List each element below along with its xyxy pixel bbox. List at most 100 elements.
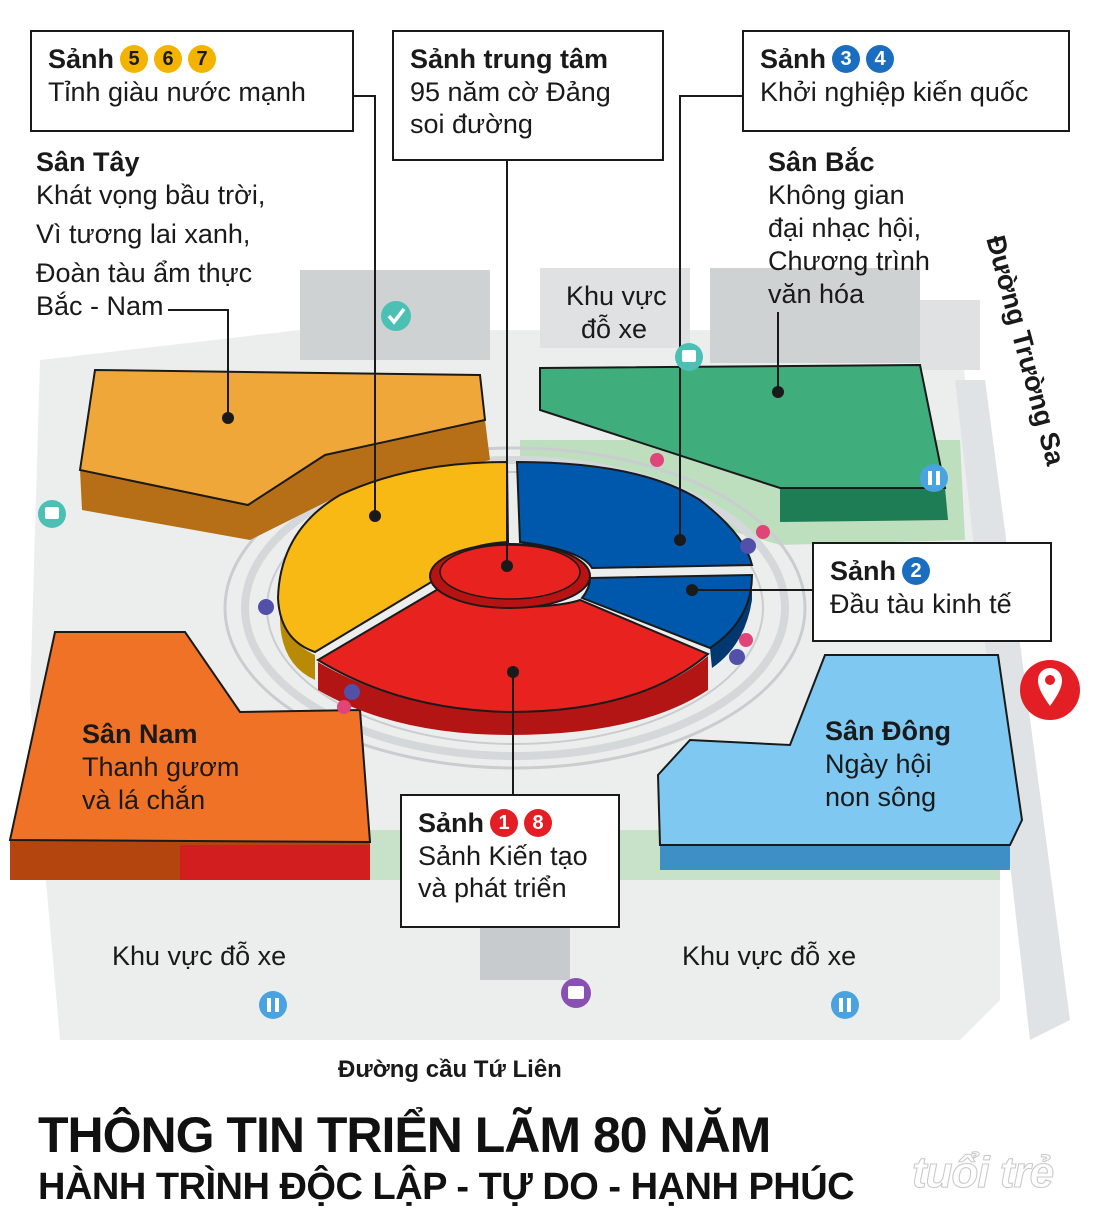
location-pin-icon xyxy=(1020,660,1080,720)
south-yard-accent xyxy=(180,845,370,880)
hall-34 xyxy=(515,460,754,570)
callout-hall-567: Sảnh 5 6 7 Tỉnh giàu nước mạnh xyxy=(30,30,354,132)
hall-2-wall xyxy=(710,575,752,668)
label-line: Chương trình xyxy=(768,246,930,276)
label-west-yard: Sân Tây Khát vọng bầu trời, Vì tương lai… xyxy=(36,146,265,323)
label-line: Bắc - Nam xyxy=(36,291,164,321)
leader-dot xyxy=(369,510,381,522)
callout-line: Sảnh Kiến tạo xyxy=(418,841,588,871)
callout-subtitle: Khởi nghiệp kiến quốc xyxy=(760,77,1029,107)
info-icon xyxy=(740,538,756,554)
callout-title-text: Sảnh xyxy=(418,808,485,838)
label-line: non sông xyxy=(825,782,937,812)
callout-line: 95 năm cờ Đảng xyxy=(410,77,611,107)
bus-icon xyxy=(38,500,66,528)
label-title: Sân Tây xyxy=(36,147,140,177)
leader-dot xyxy=(686,584,698,596)
first-aid-icon xyxy=(650,453,664,467)
callout-line: soi đường xyxy=(410,109,533,139)
callout-title: Sảnh 1 8 xyxy=(418,806,602,840)
callout-hall-18: Sảnh 1 8 Sảnh Kiến tạo và phát triển xyxy=(400,794,620,928)
callout-title-text: Sảnh xyxy=(48,44,115,74)
callout-title: Sảnh 3 4 xyxy=(760,42,1052,76)
callout-subtitle: Tỉnh giàu nước mạnh xyxy=(48,77,306,107)
label-line: văn hóa xyxy=(768,279,865,309)
hall-badge: 6 xyxy=(154,45,183,73)
hall-567-wall xyxy=(280,598,315,680)
info-icon xyxy=(729,649,745,665)
callout-title: Sảnh 5 6 7 xyxy=(48,42,336,76)
first-aid-icon xyxy=(756,525,770,539)
leader-dot xyxy=(507,666,519,678)
label-line: Thanh gươm xyxy=(82,752,240,782)
label-line: Không gian xyxy=(768,180,905,210)
bus-icon xyxy=(675,343,703,371)
callout-line: và phát triển xyxy=(418,873,567,903)
label-parking-left: Khu vực đỗ xe xyxy=(112,941,287,971)
label-line: đại nhạc hội, xyxy=(768,213,922,243)
first-aid-icon xyxy=(337,700,351,714)
hall-badge: 5 xyxy=(120,45,149,73)
label-line: Khát vọng bầu trời, xyxy=(36,180,266,210)
callout-title: Sảnh 2 xyxy=(830,554,1034,588)
label-line: Vì tương lai xanh, xyxy=(36,219,251,249)
label-south-yard: Sân Nam Thanh gươm và lá chắn xyxy=(82,718,239,817)
leader-dot xyxy=(501,560,513,572)
callout-title-text: Sảnh xyxy=(830,556,897,586)
hall-badge: 3 xyxy=(832,45,861,73)
callout-center: Sảnh trung tâm 95 năm cờ Đảng soi đường xyxy=(392,30,664,161)
parking-block xyxy=(920,300,980,370)
callout-title: Sảnh trung tâm xyxy=(410,44,609,74)
parking-block xyxy=(710,268,920,363)
label-line: Ngày hội xyxy=(825,749,932,779)
leader-dot xyxy=(674,534,686,546)
west-yard-side xyxy=(80,420,490,540)
callout-subtitle: Đầu tàu kinh tế xyxy=(830,589,1012,619)
brand-logo: tuổi trẻ xyxy=(911,1148,1054,1198)
leader-dot xyxy=(772,386,784,398)
label-title: Sân Bắc xyxy=(768,147,875,177)
leader-hall-34 xyxy=(679,95,742,540)
label-north-yard: Sân Bắc Không gian đại nhạc hội, Chương … xyxy=(768,146,930,311)
bus-icon xyxy=(561,978,591,1008)
north-yard-side xyxy=(780,488,948,522)
west-yard xyxy=(78,368,487,507)
restroom-icon xyxy=(920,464,948,492)
leader-dot xyxy=(222,412,234,424)
hall-badge: 7 xyxy=(188,45,217,73)
north-yard xyxy=(539,363,947,489)
label-line: Đoàn tàu ẩm thực xyxy=(36,258,253,288)
label-parking-right: Khu vực đỗ xe xyxy=(682,941,857,971)
east-yard-side xyxy=(660,845,1010,870)
subheadline: HÀNH TRÌNH ĐỘC LẬP - TỰ DO - HẠNH PHÚC xyxy=(38,1166,855,1208)
label-line: Khu vực xyxy=(566,281,667,311)
ring-outer xyxy=(223,446,807,770)
label-line: đỗ xe xyxy=(580,314,648,344)
leader-hall-567 xyxy=(352,95,376,516)
hall-18-wall xyxy=(318,656,708,735)
hall-2 xyxy=(580,573,754,650)
road-label-bottom: Đường cầu Tứ Liên xyxy=(338,1056,562,1083)
callout-title-text: Sảnh xyxy=(760,44,827,74)
ring-mid xyxy=(241,456,789,760)
label-title: Sân Đông xyxy=(825,716,951,746)
hall-badge: 4 xyxy=(866,45,895,73)
leader-west xyxy=(168,309,229,418)
restroom-icon xyxy=(259,991,287,1019)
info-icon xyxy=(344,684,360,700)
restroom-icon xyxy=(831,991,859,1019)
headline: THÔNG TIN TRIỂN LÃM 80 NĂM xyxy=(38,1107,771,1163)
label-east-yard: Sân Đông Ngày hội non sông xyxy=(825,715,951,814)
label-title: Sân Nam xyxy=(82,719,198,749)
parking-block xyxy=(540,268,690,348)
callout-hall-2: Sảnh 2 Đầu tàu kinh tế xyxy=(812,542,1052,642)
callout-hall-34: Sảnh 3 4 Khởi nghiệp kiến quốc xyxy=(742,30,1070,132)
check-icon xyxy=(381,301,411,331)
label-line: và lá chắn xyxy=(82,785,206,815)
hall-badge: 1 xyxy=(490,809,519,837)
east-yard xyxy=(656,654,1024,846)
central-hall xyxy=(439,544,581,600)
hall-badge: 2 xyxy=(902,557,931,585)
hall-badge: 8 xyxy=(524,809,553,837)
label-parking-top: Khu vực đỗ xe xyxy=(566,280,667,346)
